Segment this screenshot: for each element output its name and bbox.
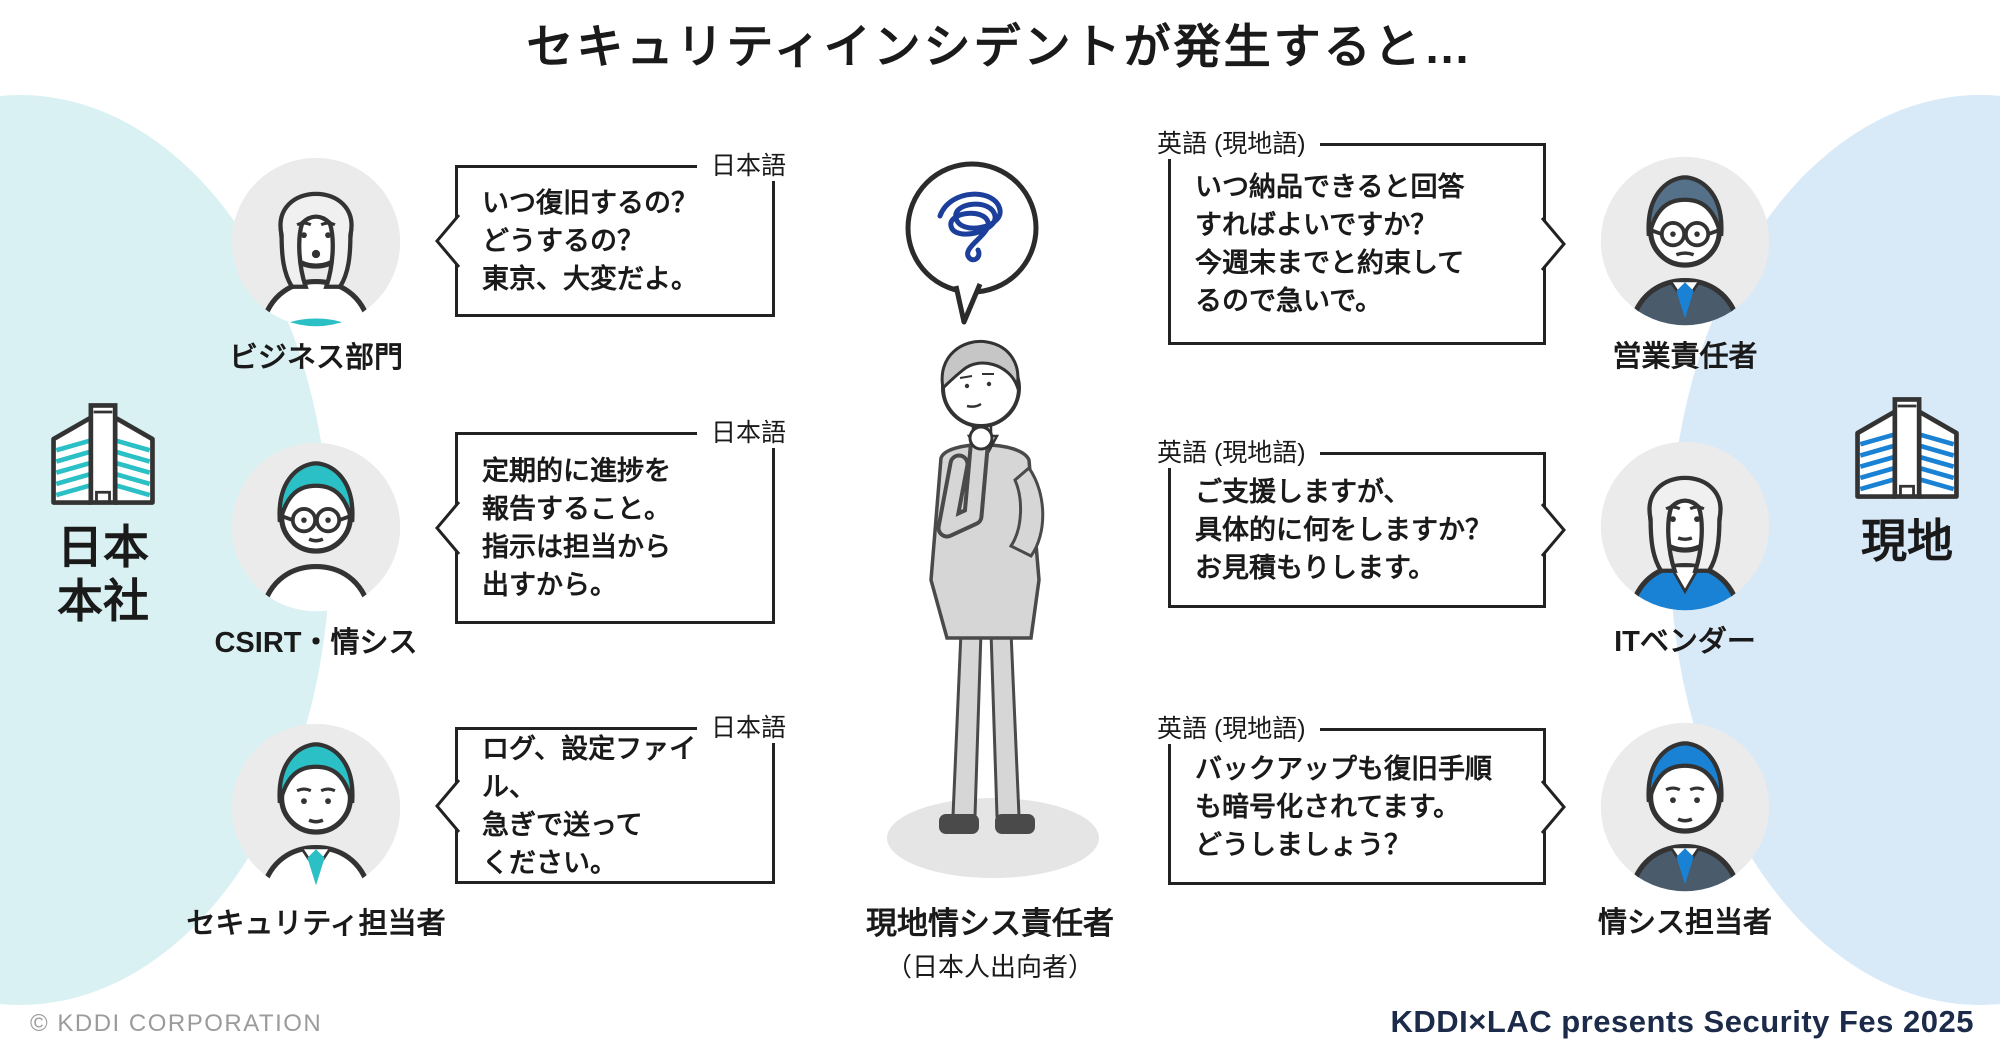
thinking-person-illustration (887, 339, 1099, 878)
japan-hq-label-line2: 本社 (57, 575, 149, 628)
bubble-line: いつ復旧するの？ (482, 188, 698, 218)
security-staff-avatar (231, 723, 401, 893)
bubble-line: お見積もりします。 (1195, 553, 1436, 583)
bubble-tail-right-icon (1541, 217, 1566, 271)
center-caption: 現地情シス責任者 （日本人出向者） (866, 898, 1114, 984)
copyright-text: © KDDI CORPORATION (30, 1010, 323, 1037)
bubble-tail-left-icon (435, 501, 460, 555)
speech-bubble-sales-manager: 英語 (現地語) いつ納品できると回答 すればよいですか？ 今週末までと約束して… (1157, 129, 1566, 345)
actor-label-csirt: CSIRT・情シス (214, 627, 418, 659)
actor-sales-manager: 営業責任者 (1599, 155, 1771, 373)
bubble-line: 報告すること。 (482, 494, 671, 524)
actor-label-it-vendor: ITベンダー (1614, 626, 1756, 658)
speech-bubble-csirt: 日本語 定期的に進捗を 報告すること。 指示は担当から 出すから。 (435, 418, 786, 624)
bubble-line: いつ納品できると回答 (1195, 172, 1465, 202)
bubble-line: も暗号化されてます。 (1195, 791, 1461, 822)
bubble-line: ください。 (482, 847, 617, 878)
actor-label-security-staff: セキュリティ担当者 (186, 908, 446, 940)
bubble-line: バックアップも復旧手順 (1195, 753, 1492, 784)
bubble-tail-right-icon (1541, 503, 1566, 557)
bubble-line: 東京、大変だよ。 (482, 264, 698, 294)
bubble-line: 急ぎで送って (482, 809, 643, 840)
bubble-tail-left-icon (435, 214, 460, 268)
confusion-scribble-icon (937, 191, 1003, 263)
language-label-english-local: 英語 (現地語) (1157, 129, 1320, 159)
bubble-line: 指示は担当から (482, 532, 671, 562)
thought-bubble (905, 161, 1039, 325)
center-person-name: 現地情シス責任者 (866, 906, 1114, 941)
bubble-line: すればよいですか？ (1195, 210, 1438, 240)
language-label-japanese: 日本語 (696, 713, 786, 743)
bubble-tail-left-icon (435, 778, 460, 833)
japan-hq-label-line1: 日本 (57, 521, 149, 573)
actor-business-dept: ビジネス部門 (229, 156, 403, 374)
bubble-line: ご支援しますが、 (1195, 477, 1411, 507)
sales-manager-avatar (1600, 156, 1770, 326)
it-staff-avatar (1600, 722, 1770, 892)
local-zone: 現地 (1832, 392, 1982, 568)
bubble-line: 今週末までと約束して (1195, 248, 1465, 278)
bubble-line: どうするの？ (482, 226, 644, 256)
bubble-tail-right-icon (1541, 779, 1566, 834)
actor-label-business-dept: ビジネス部門 (228, 342, 404, 374)
business-dept-avatar (231, 157, 401, 327)
it-vendor-avatar (1600, 441, 1770, 611)
hq-building-icon (51, 403, 155, 505)
speech-bubble-security-staff: 日本語 ログ、設定ファイル、 急ぎで送って ください。 (435, 713, 786, 884)
actor-it-staff: 情シス担当者 (1598, 721, 1772, 939)
center-person-subname: （日本人出向者） (885, 952, 1094, 982)
speech-bubble-it-vendor: 英語 (現地語) ご支援しますが、 具体的に何をしますか？ お見積もりします。 (1157, 438, 1566, 608)
bubble-line: どうしましょう？ (1195, 829, 1411, 860)
language-label-english-local: 英語 (現地語) (1157, 438, 1320, 468)
bubble-line: 具体的に何をしますか？ (1195, 515, 1492, 545)
event-brand-text: KDDI×LAC presents Security Fes 2025 (1390, 1004, 1974, 1039)
bubble-line: ログ、設定ファイル、 (482, 733, 697, 802)
page-title: セキュリティインシデントが発生すると… (526, 20, 1474, 73)
bubble-line: るので急いで。 (1195, 286, 1383, 316)
bubble-line: 定期的に進捗を (482, 456, 671, 486)
language-label-japanese: 日本語 (696, 418, 786, 448)
csirt-avatar (231, 442, 401, 612)
actor-security-staff: セキュリティ担当者 (186, 722, 446, 940)
language-label-japanese: 日本語 (696, 151, 786, 181)
actor-label-it-staff: 情シス担当者 (1597, 907, 1773, 939)
actor-it-vendor: ITベンダー (1599, 440, 1771, 658)
language-label-english-local: 英語 (現地語) (1157, 714, 1320, 744)
local-label: 現地 (1861, 515, 1953, 567)
actor-label-sales-manager: 営業責任者 (1612, 341, 1758, 373)
japan-hq-label: 日本 本社 (28, 520, 178, 629)
actor-csirt: CSIRT・情シス (214, 441, 418, 659)
speech-bubble-business-dept: 日本語 いつ復旧するの？ どうするの？ 東京、大変だよ。 (435, 151, 786, 317)
speech-bubble-it-staff: 英語 (現地語) バックアップも復旧手順 も暗号化されてます。 どうしましょう？ (1157, 714, 1566, 885)
bubble-line: 出すから。 (482, 570, 617, 600)
local-building-icon (1855, 397, 1959, 499)
japan-hq-zone: 日本 本社 (28, 398, 178, 629)
